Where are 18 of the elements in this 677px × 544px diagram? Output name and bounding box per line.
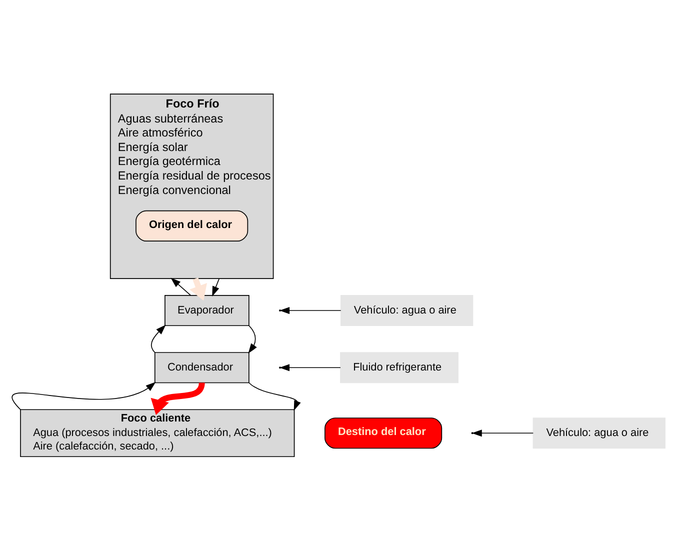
arrow <box>212 278 220 296</box>
arrow <box>12 382 156 410</box>
arrow <box>150 382 205 416</box>
arrow <box>279 306 342 314</box>
arrow <box>248 382 301 411</box>
node-box: Vehículo: agua o aire <box>340 294 474 326</box>
node-box: Foco caliente Agua (procesos industriales, calefacción, ACS,...) Aire (calefacción, secado, ...) <box>20 409 295 458</box>
node-box: Origen del calor <box>136 210 248 242</box>
node-box: Destino del calor <box>324 418 442 449</box>
arrow <box>279 364 341 372</box>
arrow <box>189 278 208 301</box>
node-box: Fluido refrigerante <box>340 352 458 384</box>
node-box: Condensador <box>154 352 250 384</box>
arrow <box>170 278 192 296</box>
node-box: Vehículo: agua o aire <box>532 418 666 449</box>
arrow <box>150 324 166 353</box>
node-box: Evaporador <box>164 294 250 326</box>
arrow <box>248 325 257 354</box>
